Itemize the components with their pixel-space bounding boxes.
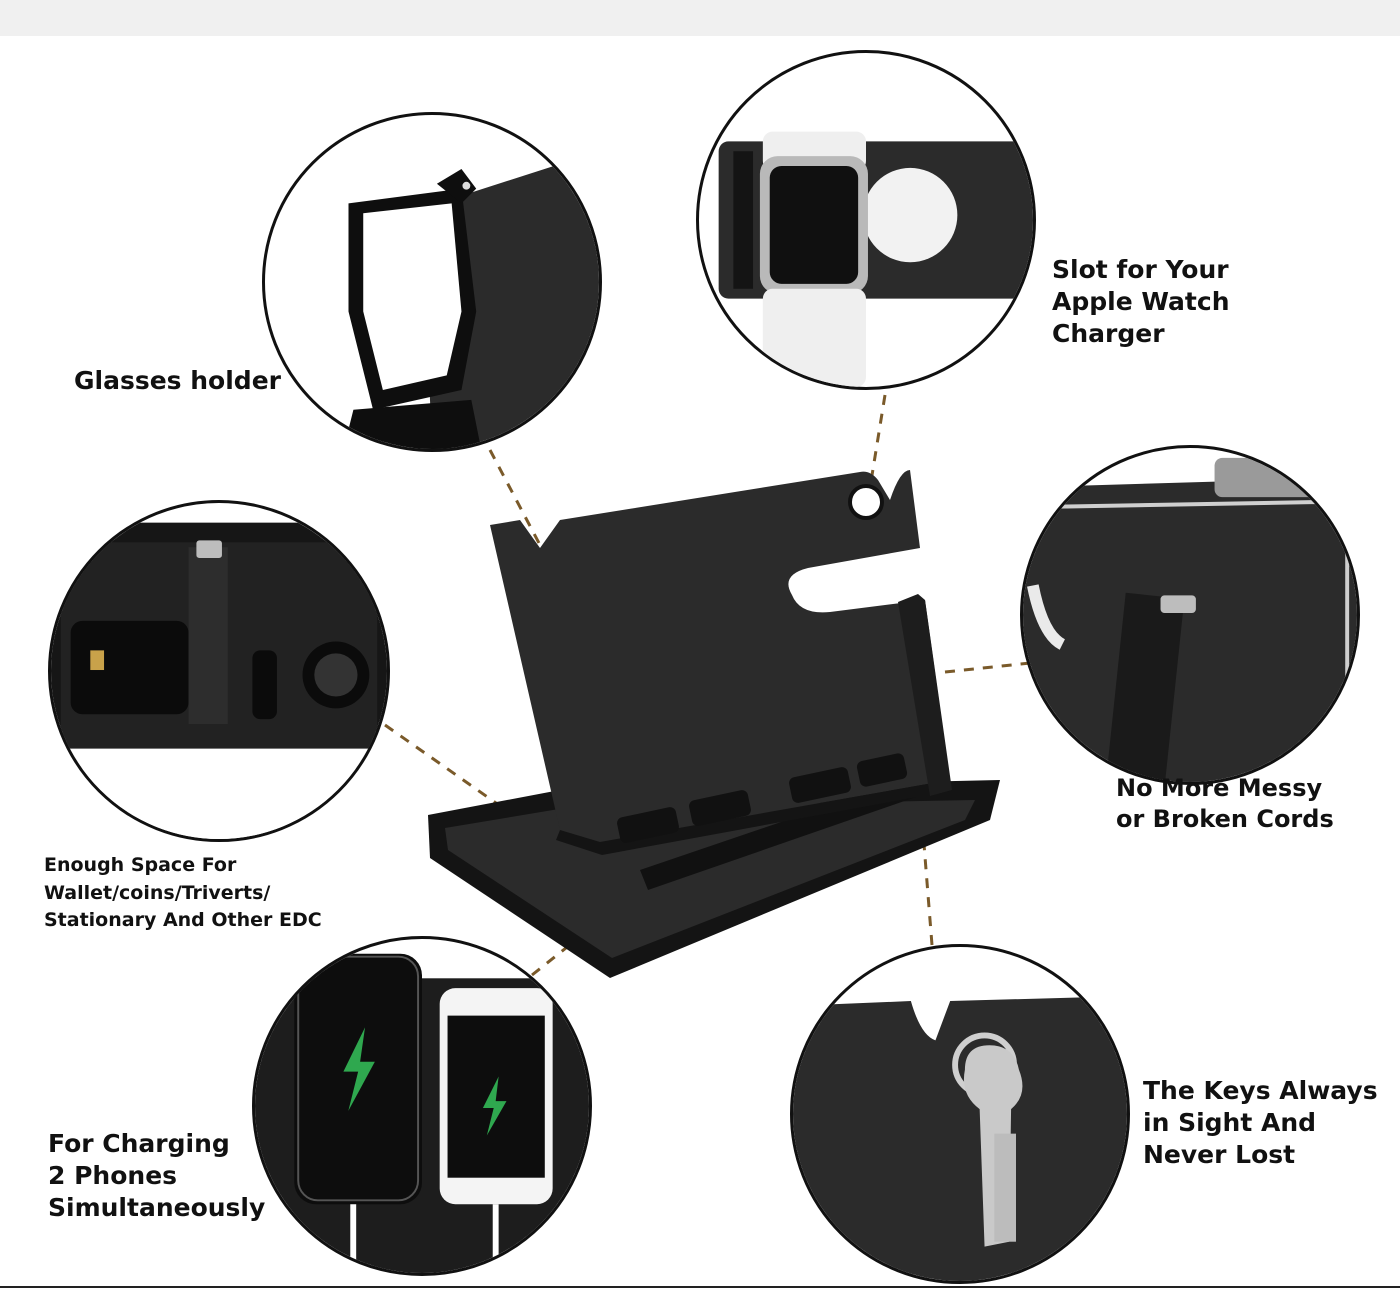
callout-phones	[252, 936, 592, 1276]
label-glasses-holder: Glasses holder	[74, 365, 281, 397]
key-board	[898, 594, 952, 796]
back-board	[490, 470, 950, 842]
charge-bolt-icon-2	[482, 1076, 507, 1136]
charge-bolt-icon	[343, 1027, 375, 1111]
label-line: For Charging	[48, 1129, 230, 1158]
label-line: No More Messy	[1116, 774, 1323, 802]
foam-blocks	[617, 753, 908, 843]
label-charging: For Charging 2 Phones Simultaneously	[48, 1128, 265, 1224]
label-line: or Broken Cords	[1116, 804, 1334, 833]
label-line: Stationary And Other EDC	[44, 909, 322, 932]
watch-hole	[850, 486, 882, 518]
label-line: in Sight And	[1143, 1108, 1317, 1137]
label-line: Glasses holder	[74, 366, 281, 395]
top-band	[0, 0, 1400, 36]
label-line: Enough Space For	[44, 854, 237, 876]
bottom-divider	[0, 1286, 1400, 1288]
label-line: Never Lost	[1143, 1140, 1296, 1169]
label-watch-slot: Slot for Your Apple Watch Charger	[1052, 254, 1230, 350]
callout-glasses	[262, 112, 602, 452]
label-storage-space: Enough Space For Wallet/coins/Triverts/ …	[44, 852, 322, 935]
callout-watch	[696, 50, 1036, 390]
label-line: Wallet/coins/Triverts/	[44, 881, 271, 904]
callout-space	[48, 500, 390, 842]
label-line: Apple Watch	[1052, 287, 1230, 316]
label-keys: The Keys Always in Sight And Never Lost	[1143, 1075, 1378, 1171]
label-cords: No More Messy or Broken Cords	[1116, 773, 1334, 834]
label-line: Charger	[1052, 319, 1165, 348]
label-line: Simultaneously	[48, 1193, 266, 1222]
label-line: 2 Phones	[48, 1161, 178, 1190]
label-line: The Keys Always	[1143, 1076, 1378, 1105]
callout-keys	[790, 944, 1130, 1284]
callout-cords	[1020, 445, 1360, 785]
label-line: Slot for Your	[1052, 255, 1229, 284]
